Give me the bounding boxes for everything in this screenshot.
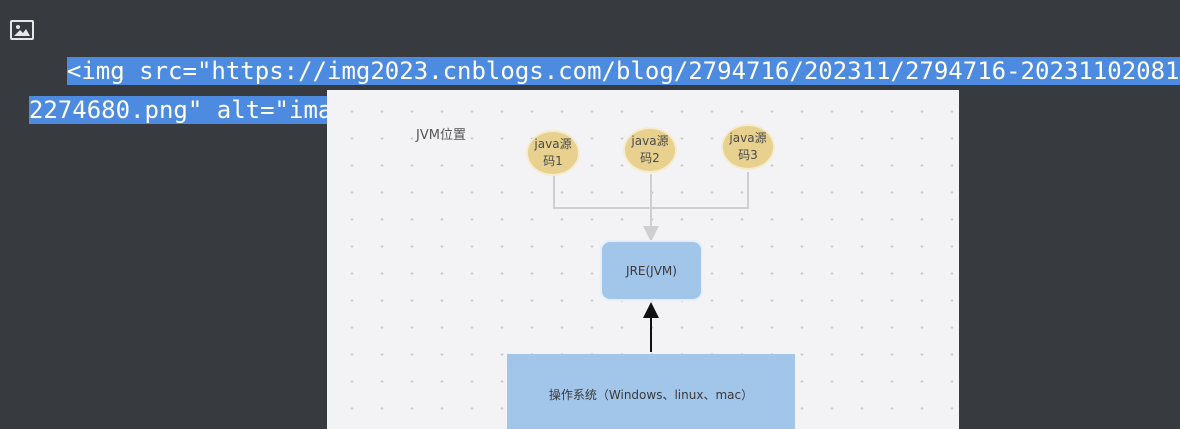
jre-jvm-node: JRE(JVM) xyxy=(600,240,703,301)
connector-lines xyxy=(553,172,749,352)
java-source-1-node: java源码1 xyxy=(526,130,580,176)
java-source-2-node: java源码2 xyxy=(623,127,677,173)
selected-text-line-1[interactable]: <img src="https://img2023.cnblogs.com/bl… xyxy=(66,57,1180,85)
markdown-source-line-2[interactable]: 2274680.png" alt="image-2023110208172765… xyxy=(0,50,940,124)
image-icon xyxy=(10,20,34,40)
java-source-3-node: java源码3 xyxy=(721,124,775,170)
markdown-source-line-1[interactable]: <img src="https://img2023.cnblogs.com/bl… xyxy=(38,11,1180,85)
operating-system-node: 操作系统（Windows、linux、mac） xyxy=(507,354,795,429)
embedded-diagram-image: JVM位置 java源码1 java源码2 java源码3 JRE(JVM) 操… xyxy=(327,90,959,429)
diagram-title: JVM位置 xyxy=(416,128,466,143)
